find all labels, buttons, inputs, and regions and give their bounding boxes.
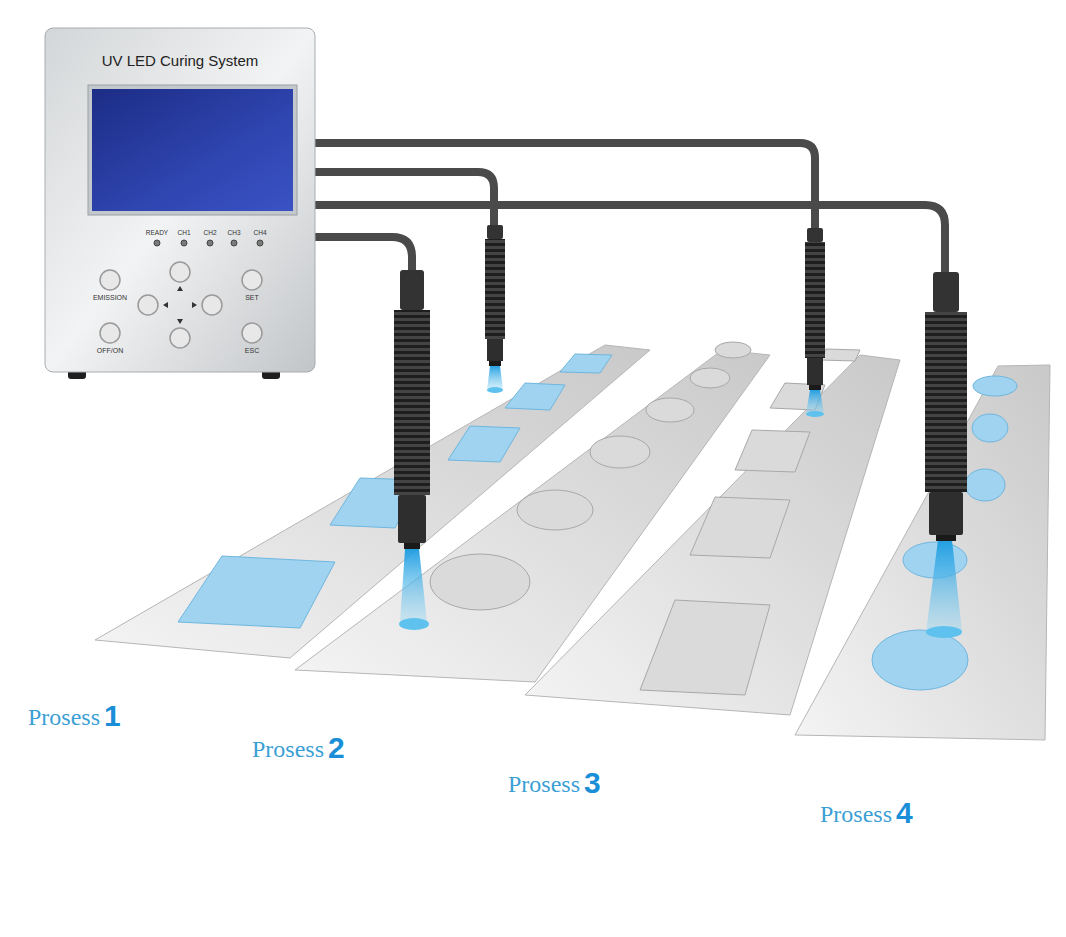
strip-3-parts [690,497,790,558]
control-buttons [242,323,262,343]
controller-housing [45,28,315,372]
strip-4-parts [872,630,968,690]
control-buttons [100,262,262,348]
led-label: CH4 [253,229,266,236]
probe-heads [394,225,967,549]
device-title: UV LED Curing System [102,52,259,69]
process-label: Prosess [252,736,324,762]
strip-2-parts [690,368,730,388]
controller-housing [92,89,293,211]
process-number: 4 [896,796,913,829]
process-label: Prosess [820,801,892,827]
led-label: READY [146,229,168,236]
controller-housing [45,28,315,379]
uv-beams [487,387,503,393]
probe-heads [925,312,967,492]
strip-1-cured-parts [448,426,520,462]
arrow-marks [163,286,197,324]
button-label: EMISSION [93,294,127,302]
probe-heads [404,543,420,549]
strip-3-parts [640,349,860,695]
indicator-leds [154,240,263,246]
indicator-leds [181,240,187,246]
uv-beams [399,366,962,638]
strip-2-parts [590,436,650,468]
controller-panel: UV LED Curing System [45,28,315,372]
cables [315,143,945,275]
strip-2-parts [715,342,751,358]
control-buttons [100,323,120,343]
strip-2-parts [430,342,751,610]
led-label: CH2 [203,229,216,236]
indicator-leds [154,240,160,246]
uv-beams [806,411,824,417]
button-label: OFF/ON [97,347,123,355]
strip-1-cured-parts [560,354,612,373]
probe-heads [400,270,424,310]
arrow-marks [163,302,168,308]
probe-heads [929,492,963,535]
probe-heads [807,228,823,242]
uv-beams [806,390,824,414]
controller-housing [88,85,297,215]
probe-heads [487,339,503,361]
process-number: 3 [584,766,601,799]
indicator-leds [207,240,213,246]
arrow-marks [192,302,197,308]
uv-beams [926,626,962,638]
control-buttons [138,295,158,315]
probe-heads [809,385,821,390]
cables [315,172,494,228]
probe-heads [485,239,505,339]
probe-heads [489,361,501,366]
strip-2-parts [646,398,694,422]
strip-4 [795,365,1050,740]
cables [315,205,945,275]
indicator-leds [257,240,263,246]
probe-heads [807,358,823,385]
strip-1-cured-parts [505,383,565,410]
strip-4-parts [965,469,1005,501]
cables [315,143,815,230]
strip-2-parts [430,554,530,610]
probe-heads [394,310,430,495]
process-label: Prosess [28,704,100,730]
strip-4-parts [972,414,1008,442]
arrow-marks [177,319,183,324]
cables [315,237,412,272]
arrow-marks [177,286,183,291]
control-buttons [100,270,120,290]
led-label: CH1 [177,229,190,236]
control-buttons [202,295,222,315]
strip-3-parts [820,349,860,361]
indicator-leds [231,240,237,246]
conveyor-strips [95,345,1050,740]
uv-beams [926,540,962,632]
control-buttons [170,328,190,348]
uv-beams [400,549,427,622]
strip-4-parts [973,376,1017,396]
control-buttons [242,270,262,290]
button-label: SET [245,294,259,302]
strip-1-cured-parts [178,556,335,628]
control-buttons [170,262,190,282]
probe-heads [487,225,503,239]
process-label: Prosess [508,771,580,797]
probe-heads [398,495,426,543]
led-label: CH3 [227,229,240,236]
uv-beams [487,366,503,390]
process-number: 2 [328,731,345,764]
strip-3-parts [640,600,770,695]
probe-heads [936,535,956,541]
strip-2-parts [517,490,593,530]
uv-beams [399,618,429,630]
probe-heads [933,272,959,312]
strip-3-parts [735,430,810,472]
probe-heads [805,242,825,358]
process-number: 1 [104,699,121,732]
button-label: ESC [245,347,259,355]
